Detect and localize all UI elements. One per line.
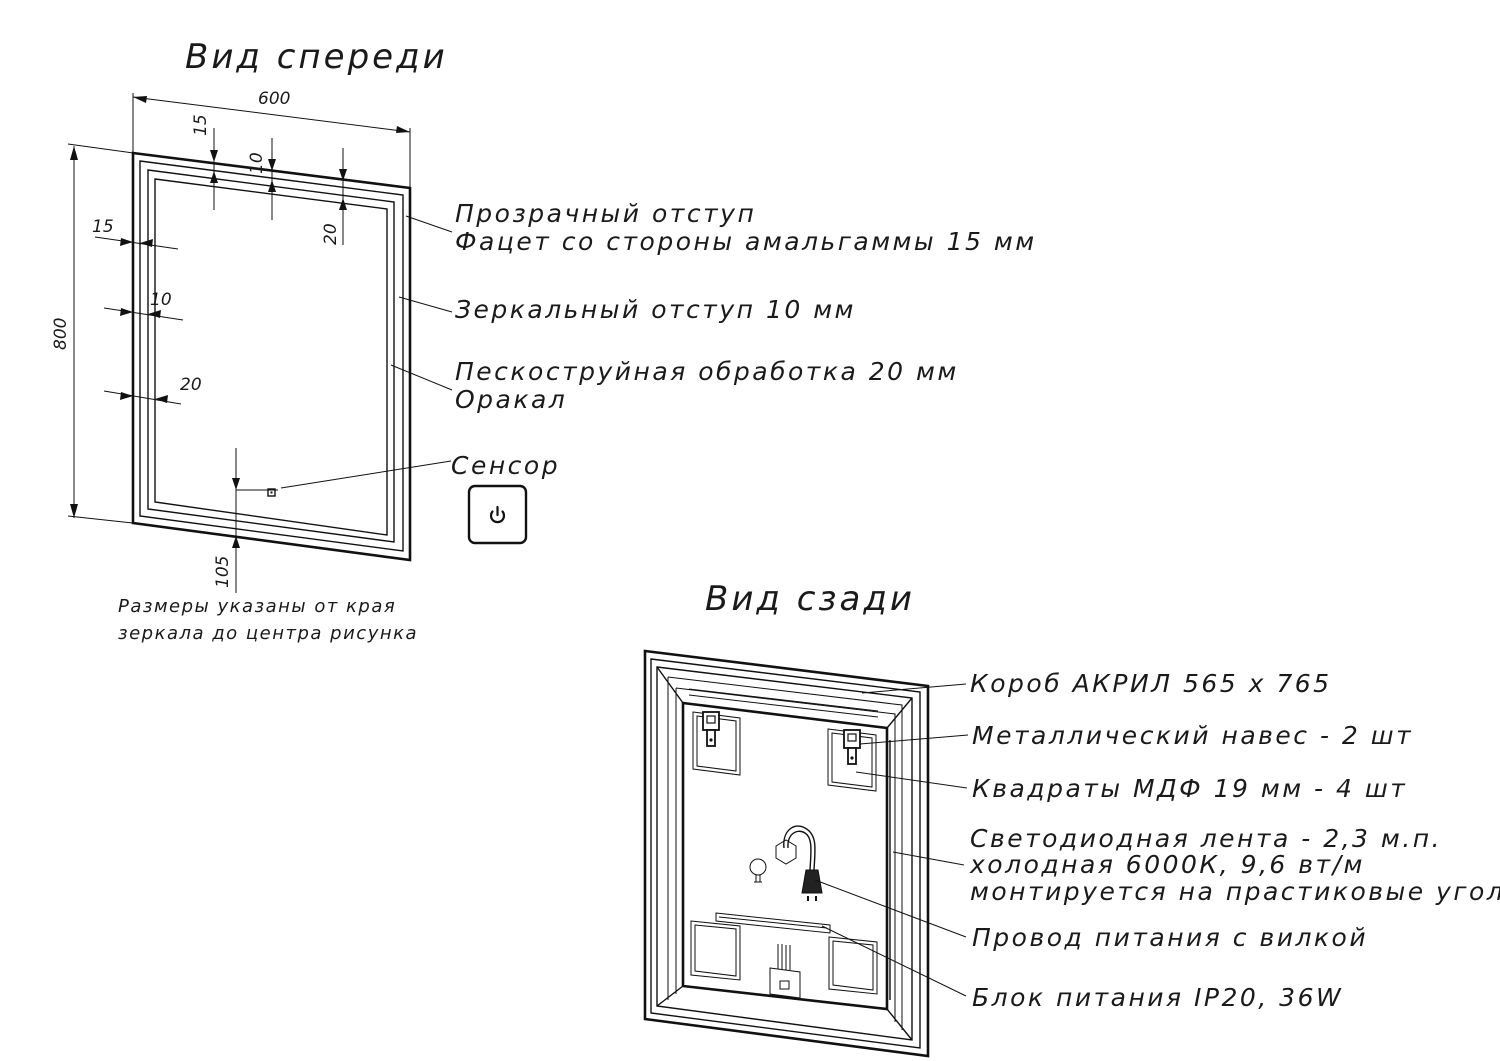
- front-view-title: Вид спереди: [185, 37, 448, 77]
- dim-top-15: 15: [191, 114, 218, 210]
- dimension-note-line2: зеркала до центра рисунка: [118, 623, 418, 644]
- label-sensor: Сенсор: [451, 451, 560, 480]
- leader-sensor: [280, 460, 452, 489]
- dim-top-20-label: 20: [321, 223, 341, 245]
- mirror-outer-edge: [131, 151, 412, 562]
- label-led-line3: монтируется на прастиковые уголки: [970, 877, 1500, 906]
- power-cable-with-plug: [775, 825, 823, 901]
- dim-width: 600: [132, 89, 411, 188]
- leader-led: [892, 851, 965, 866]
- mirror-back-edge: [650, 658, 921, 1049]
- label-metal-hanger: Металлический навес - 2 шт: [972, 721, 1413, 750]
- label-power-supply: Блок питания IP20, 36W: [972, 983, 1343, 1012]
- dim-bottom-105-label: 105: [213, 556, 233, 588]
- mdf-square-top-left: [692, 711, 741, 776]
- dim-left-15-label: 15: [92, 217, 114, 237]
- leader-transparent: [405, 215, 453, 233]
- mirror-facet-line: [139, 160, 404, 552]
- dim-left-20-label: 20: [180, 375, 202, 395]
- label-mdf-squares: Квадраты МДФ 19 мм - 4 шт: [972, 774, 1407, 803]
- mdf-square-bottom-right: [828, 936, 878, 995]
- dim-height: 800: [51, 143, 134, 524]
- leader-mdf: [855, 771, 968, 789]
- dim-top-15-label: 15: [191, 114, 211, 136]
- label-transparent-line2: Фацет со стороны амальгаммы 15 мм: [455, 227, 1037, 256]
- dim-left-10-label: 10: [150, 290, 172, 310]
- leader-mirror: [398, 296, 453, 313]
- acrylic-box-outer: [656, 666, 913, 1041]
- metal-hanger-left: [702, 711, 720, 747]
- leader-box: [861, 683, 967, 694]
- label-led-line2: холодная 6000К, 9,6 вт/м: [969, 850, 1365, 879]
- mirror-inner-border-outer: [147, 169, 395, 543]
- mirror-inner-border-inner: [154, 178, 388, 536]
- dim-height-label: 800: [51, 318, 71, 350]
- mdf-square-bottom-left: [690, 920, 741, 981]
- dim-bottom-105: 105: [213, 448, 278, 593]
- label-sandblast-line1: Пескоструйная обработка 20 мм: [455, 357, 959, 386]
- dim-left-20: 20: [103, 375, 202, 405]
- back-view-title: Вид сзади: [705, 579, 915, 619]
- power-icon: [489, 505, 506, 524]
- label-mirror-offset: Зеркальный отступ 10 мм: [455, 295, 856, 324]
- dim-top-20: 20: [321, 148, 347, 245]
- label-power-cable: Провод питания с вилкой: [972, 923, 1368, 952]
- leader-psu: [821, 925, 967, 997]
- dimension-note-line1: Размеры указаны от края: [118, 596, 396, 617]
- dim-left-10: 10: [103, 290, 184, 321]
- mirror-back-outer: [643, 649, 930, 1058]
- front-view: Вид спереди 600 800 15: [51, 37, 1037, 644]
- sensor-button-illustration: [467, 484, 528, 545]
- dim-top-10-label: 10: [247, 152, 267, 174]
- back-view: Вид сзади: [643, 579, 1500, 1058]
- leader-hanger: [859, 734, 969, 745]
- dim-top-10: 10: [247, 138, 276, 220]
- metal-hanger-right: [843, 729, 861, 765]
- dim-left-15: 15: [92, 217, 179, 250]
- led-clip: [749, 858, 767, 883]
- leader-cable: [814, 879, 967, 938]
- label-sandblast-line2: Оракал: [455, 385, 567, 414]
- dim-width-label: 600: [258, 89, 290, 109]
- leader-sandblast: [390, 364, 453, 391]
- label-led-line1: Светодиодная лента - 2,3 м.п.: [970, 824, 1442, 853]
- label-acrylic-box: Короб АКРИЛ 565 х 765: [970, 669, 1332, 698]
- label-transparent-line1: Прозрачный отступ: [455, 199, 756, 228]
- sensor-mark: [267, 488, 276, 497]
